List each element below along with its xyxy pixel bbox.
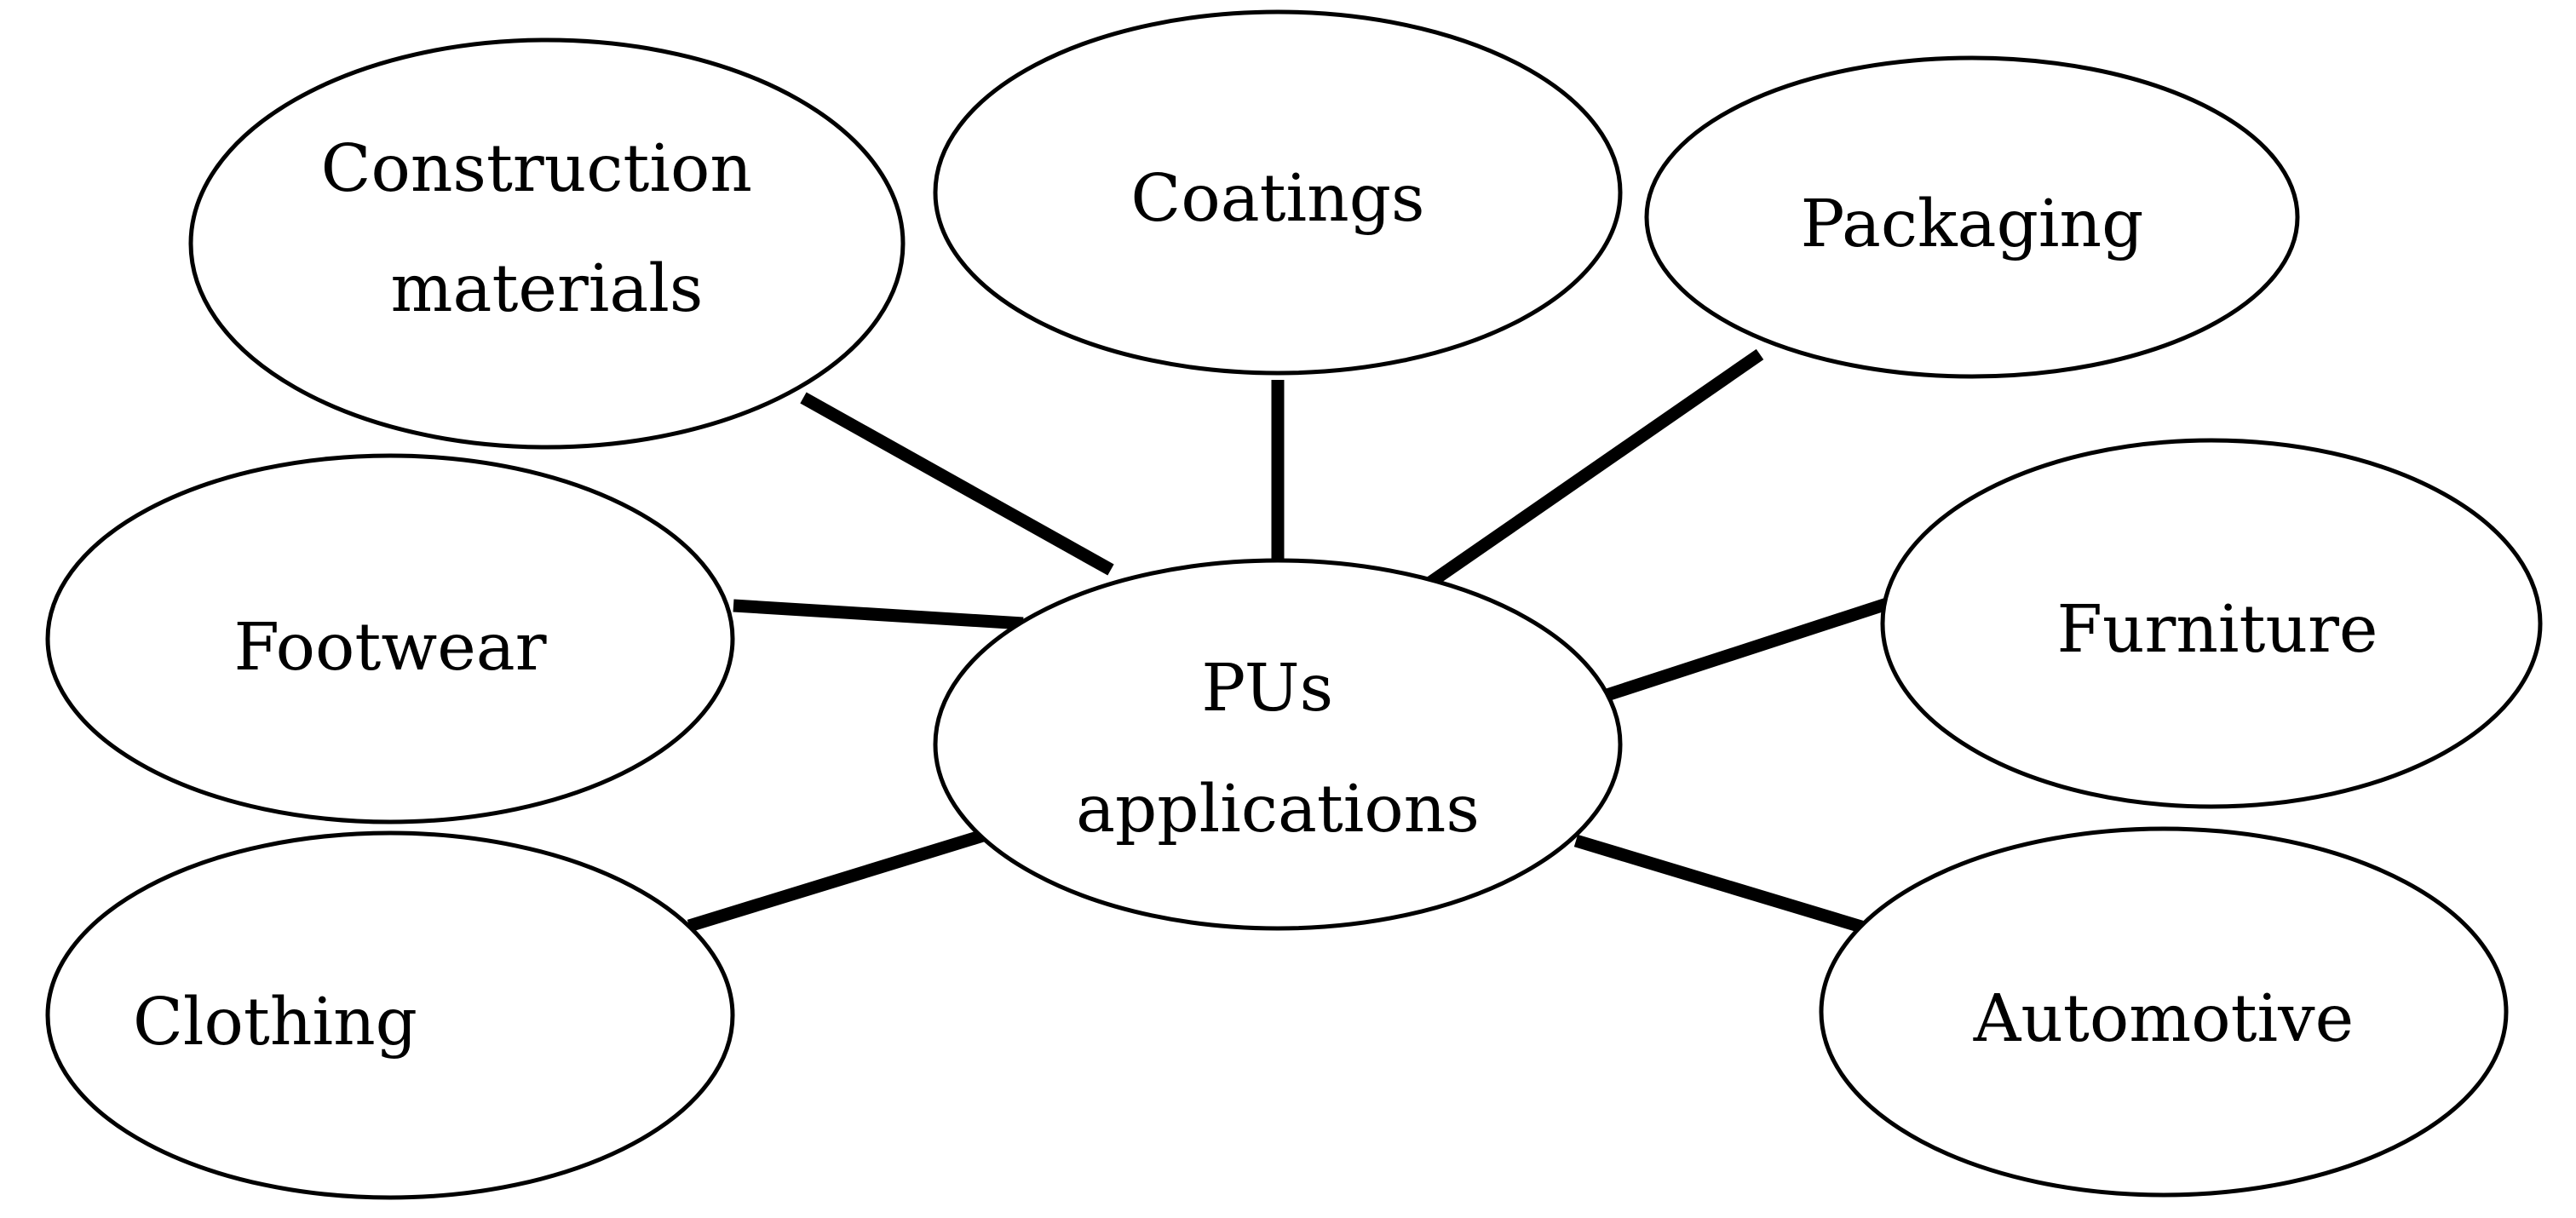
- node-footwear-label: Footwear: [233, 610, 546, 686]
- node-coatings: Coatings: [933, 9, 1623, 376]
- node-automotive: Automotive: [1819, 826, 2509, 1198]
- center-label-line1: PUs: [1201, 651, 1333, 727]
- node-construction-line1: Construction: [321, 131, 752, 207]
- node-automotive-ellipse: [1819, 826, 2509, 1198]
- node-coatings-label: Coatings: [1130, 161, 1424, 237]
- connectors: [687, 348, 1889, 936]
- node-packaging-ellipse: [1644, 55, 2300, 379]
- connector-furniture: [1591, 597, 1889, 706]
- center-node: PUs applications: [933, 558, 1623, 931]
- node-clothing-label: Clothing: [133, 985, 417, 1060]
- node-coatings-ellipse: [933, 9, 1623, 376]
- node-footwear: Footwear: [45, 453, 735, 824]
- node-packaging-label: Packaging: [1801, 187, 2144, 262]
- node-clothing-ellipse: [45, 830, 735, 1200]
- connector-packaging: [1423, 348, 1764, 590]
- node-automotive-label: Automotive: [1973, 981, 2355, 1057]
- node-clothing: Clothing: [45, 830, 735, 1200]
- node-construction-ellipse: [188, 37, 906, 450]
- center-node-label: PUs applications: [1076, 651, 1480, 847]
- node-footwear-ellipse: [45, 453, 735, 824]
- connector-clothing: [687, 829, 986, 933]
- center-node-ellipse: [933, 558, 1623, 931]
- node-construction: Construction materials: [188, 37, 906, 450]
- node-construction-line2: materials: [391, 251, 704, 327]
- connector-footwear: [733, 599, 1024, 630]
- node-furniture: Furniture: [1880, 438, 2543, 809]
- connector-construction: [800, 392, 1114, 576]
- node-furniture-label: Furniture: [2057, 592, 2378, 668]
- node-packaging: Packaging: [1644, 55, 2300, 379]
- center-label-line2: applications: [1076, 772, 1480, 847]
- node-furniture-ellipse: [1880, 438, 2543, 809]
- connector-automotive: [1573, 834, 1872, 936]
- node-construction-label: Construction materials: [321, 131, 773, 327]
